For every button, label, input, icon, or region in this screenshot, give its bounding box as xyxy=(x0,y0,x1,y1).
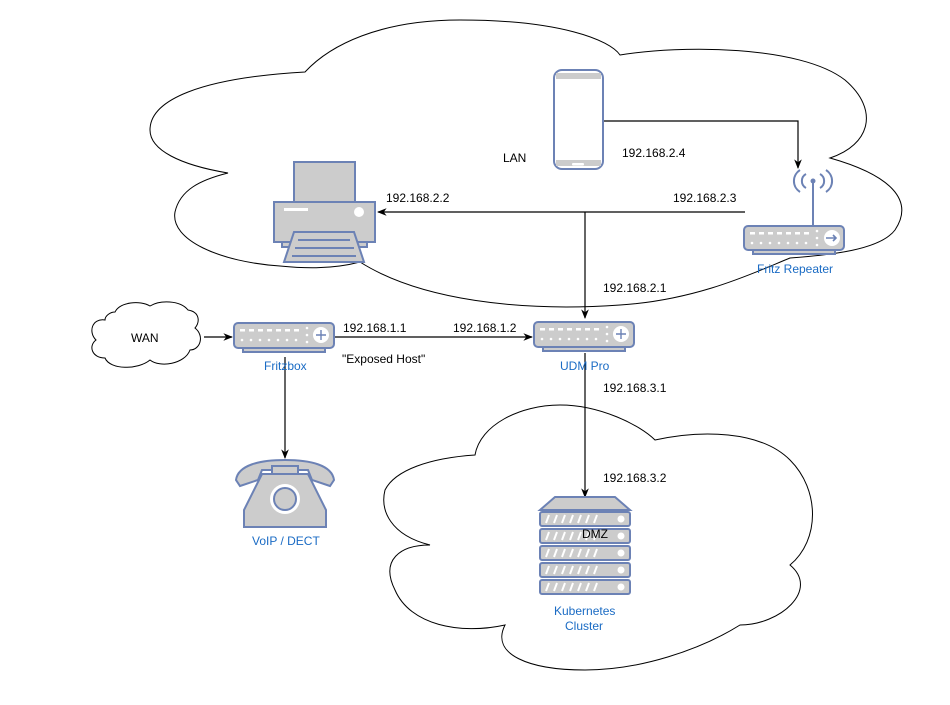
rack-led xyxy=(617,566,625,574)
fritz-repeater-icon[interactable] xyxy=(743,169,845,255)
rack-vent-slot xyxy=(545,531,550,541)
rack-vent-slot xyxy=(569,531,574,541)
rack-vent-slot xyxy=(585,548,590,558)
fritzbox-label: Fritzbox xyxy=(264,359,307,373)
rack-vent-slot xyxy=(553,582,558,592)
rack-vent-slot xyxy=(585,582,590,592)
phone-ip-label: 192.168.2.4 xyxy=(622,146,686,160)
rack-vent-slot xyxy=(561,548,566,558)
edge-phone-repeater xyxy=(604,120,802,169)
rack-vent-slot xyxy=(569,582,574,592)
udm-lan-ip-label: 192.168.2.1 xyxy=(603,281,667,295)
exposed-host-label: "Exposed Host" xyxy=(342,352,425,366)
rack-vent-slot xyxy=(561,531,566,541)
udm-pro-label: UDM Pro xyxy=(560,359,610,373)
rack-vent-slot xyxy=(577,548,582,558)
rack-vent-slot xyxy=(545,514,550,524)
rack-vent-slot xyxy=(593,565,598,575)
udm-wan-ip-label: 192.168.1.2 xyxy=(453,321,517,335)
smartphone-icon[interactable] xyxy=(553,69,604,170)
wan-cloud xyxy=(91,301,201,368)
rack-vent-slot xyxy=(577,582,582,592)
printer-ip-label: 192.168.2.2 xyxy=(386,191,450,205)
rack-vent-slot xyxy=(577,531,582,541)
rack-led xyxy=(617,532,625,540)
dmz-zone-label: DMZ xyxy=(582,527,608,541)
lan-zone-label: LAN xyxy=(503,151,526,165)
cluster-ip-label: 192.168.3.2 xyxy=(603,471,667,485)
repeater-ip-label: 192.168.2.3 xyxy=(673,191,737,205)
rack-vent-slot xyxy=(561,565,566,575)
fritz-repeater-label: Fritz Repeater xyxy=(757,262,833,276)
rack-vent-slot xyxy=(585,565,590,575)
rack-unit xyxy=(539,511,631,527)
rack-vent-slot xyxy=(593,582,598,592)
rack-vent-slot xyxy=(545,582,550,592)
rack-vent-slot xyxy=(593,514,598,524)
wan-zone-label: WAN xyxy=(131,331,159,345)
rack-unit xyxy=(539,562,631,578)
rack-led xyxy=(617,549,625,557)
rack-unit xyxy=(539,579,631,595)
rack-vent-slot xyxy=(577,514,582,524)
udm-dmz-ip-label: 192.168.3.1 xyxy=(603,381,667,395)
rack-unit xyxy=(539,545,631,561)
rack-vent-slot xyxy=(593,548,598,558)
rack-vent-slot xyxy=(561,582,566,592)
rack-led xyxy=(617,515,625,523)
kubernetes-label-line1: Kubernetes xyxy=(554,604,615,618)
rack-vent-slot xyxy=(545,548,550,558)
rack-vent-slot xyxy=(553,531,558,541)
rack-vent-slot xyxy=(553,514,558,524)
rack-led xyxy=(617,583,625,591)
rack-vent-slot xyxy=(553,565,558,575)
rack-vent-slot xyxy=(561,514,566,524)
printer-icon[interactable] xyxy=(273,161,376,263)
telephone-icon[interactable] xyxy=(234,458,336,528)
rack-vent-slot xyxy=(585,514,590,524)
rack-vent-slot xyxy=(553,548,558,558)
rack-vent-slot xyxy=(545,565,550,575)
udm-pro-router-icon[interactable] xyxy=(533,321,635,352)
kubernetes-label-line2: Cluster xyxy=(565,619,603,633)
rack-vent-slot xyxy=(569,548,574,558)
server-rack-icon[interactable] xyxy=(537,496,633,595)
voip-label: VoIP / DECT xyxy=(252,534,320,548)
rack-vent-slot xyxy=(577,565,582,575)
rack-vent-slot xyxy=(585,531,590,541)
fritzbox-ip-label: 192.168.1.1 xyxy=(343,321,407,335)
rack-vent-slot xyxy=(569,514,574,524)
rack-vent-slot xyxy=(593,531,598,541)
rack-vent-slot xyxy=(569,565,574,575)
fritzbox-router-icon[interactable] xyxy=(233,322,335,353)
